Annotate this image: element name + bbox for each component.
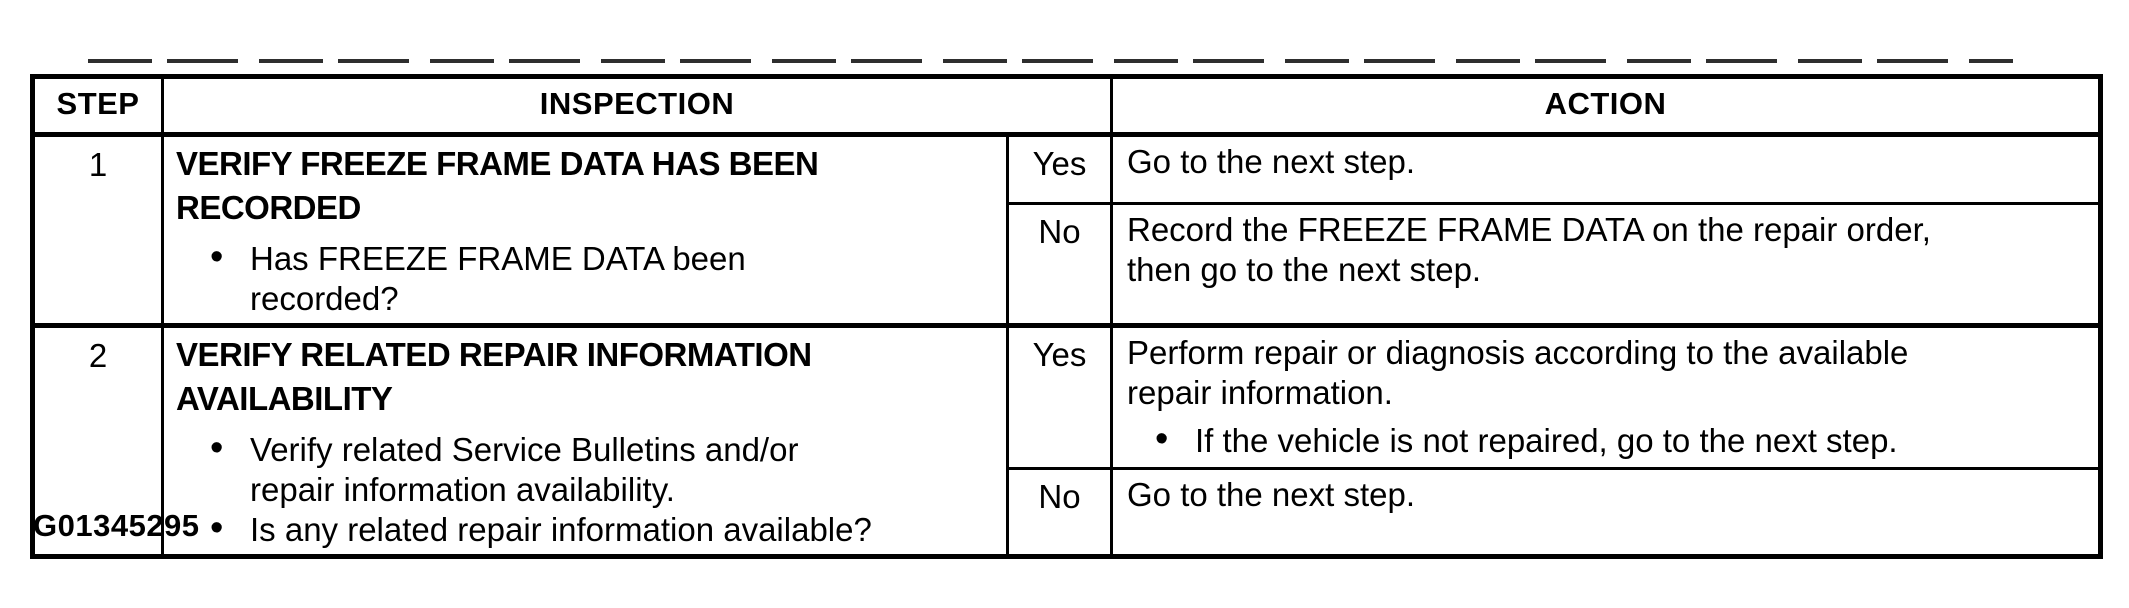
- no-label-cell: No: [1006, 466, 1113, 559]
- yes-label-cell: Yes: [1006, 132, 1113, 206]
- inspection-title: VERIFY RELATED REPAIR INFORMATION AVAILA…: [176, 336, 812, 417]
- action-cell: Go to the next step.: [1110, 466, 2102, 559]
- header-row: STEP INSPECTION ACTION: [31, 75, 2102, 137]
- inspection-cell: VERIFY FREEZE FRAME DATA HAS BEEN RECORD…: [161, 133, 1009, 327]
- inspection-bullet-list: Verify related Service Bulletins and/or …: [176, 428, 906, 550]
- action-text: Go to the next step.: [1127, 475, 1416, 513]
- inspection-bullet-list: Has FREEZE FRAME DATA been recorded?: [176, 237, 906, 319]
- table-row: 1 VERIFY FREEZE FRAME DATA HAS BEEN RECO…: [31, 132, 2102, 327]
- table-row: No Record the FREEZE FRAME DATA on the r…: [33, 202, 2102, 327]
- column-header-inspection: INSPECTION: [161, 75, 1113, 137]
- inspection-bullet: Is any related repair information availa…: [176, 508, 886, 550]
- action-text: Record the FREEZE FRAME DATA on the repa…: [1127, 211, 1931, 289]
- action-cell: Record the FREEZE FRAME DATA on the repa…: [1110, 202, 2102, 327]
- figure-id-label: G01345295: [33, 508, 200, 543]
- action-bullet: If the vehicle is not repaired, go to th…: [1127, 419, 1978, 461]
- table-row: 2 VERIFY RELATED REPAIR INFORMATION AVAI…: [31, 323, 2102, 558]
- action-text: Perform repair or diagnosis according to…: [1127, 334, 1909, 411]
- scan-artifact-line: [88, 59, 2013, 63]
- no-label-cell: No: [1006, 202, 1113, 327]
- inspection-title: VERIFY FREEZE FRAME DATA HAS BEEN RECORD…: [176, 145, 819, 226]
- column-header-action: ACTION: [1110, 75, 2102, 137]
- diagnostic-procedure-table: STEP INSPECTION ACTION 1 VERIFY FREEZE F…: [30, 74, 2103, 559]
- action-cell: Perform repair or diagnosis according to…: [1110, 323, 2102, 470]
- action-bullet-list: If the vehicle is not repaired, go to th…: [1127, 419, 1978, 461]
- table-row: No Go to the next step.: [33, 466, 2102, 559]
- column-header-step: STEP: [31, 75, 164, 137]
- inspection-cell: VERIFY RELATED REPAIR INFORMATION AVAILA…: [161, 323, 1009, 558]
- action-text: Go to the next step.: [1127, 143, 1416, 180]
- inspection-bullet: Has FREEZE FRAME DATA been recorded?: [176, 237, 886, 319]
- step-number: 1: [31, 133, 164, 327]
- inspection-bullet: Verify related Service Bulletins and/or …: [176, 428, 886, 510]
- yes-label-cell: Yes: [1006, 323, 1113, 470]
- action-cell: Go to the next step.: [1110, 132, 2102, 206]
- step-number: 2: [31, 323, 164, 558]
